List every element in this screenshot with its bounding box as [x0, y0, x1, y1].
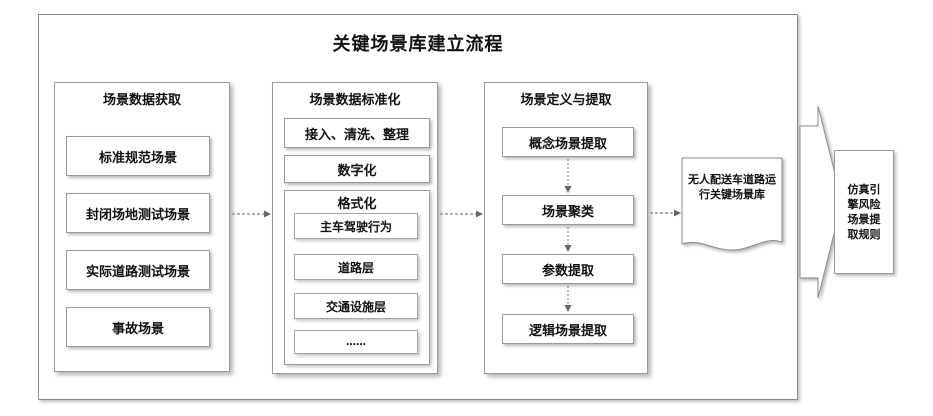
output-rules-box: 仿真引擎风险场景提取规则 [834, 150, 894, 274]
library-document-label: 无人配送车道路运行关键场景库 [688, 172, 776, 202]
